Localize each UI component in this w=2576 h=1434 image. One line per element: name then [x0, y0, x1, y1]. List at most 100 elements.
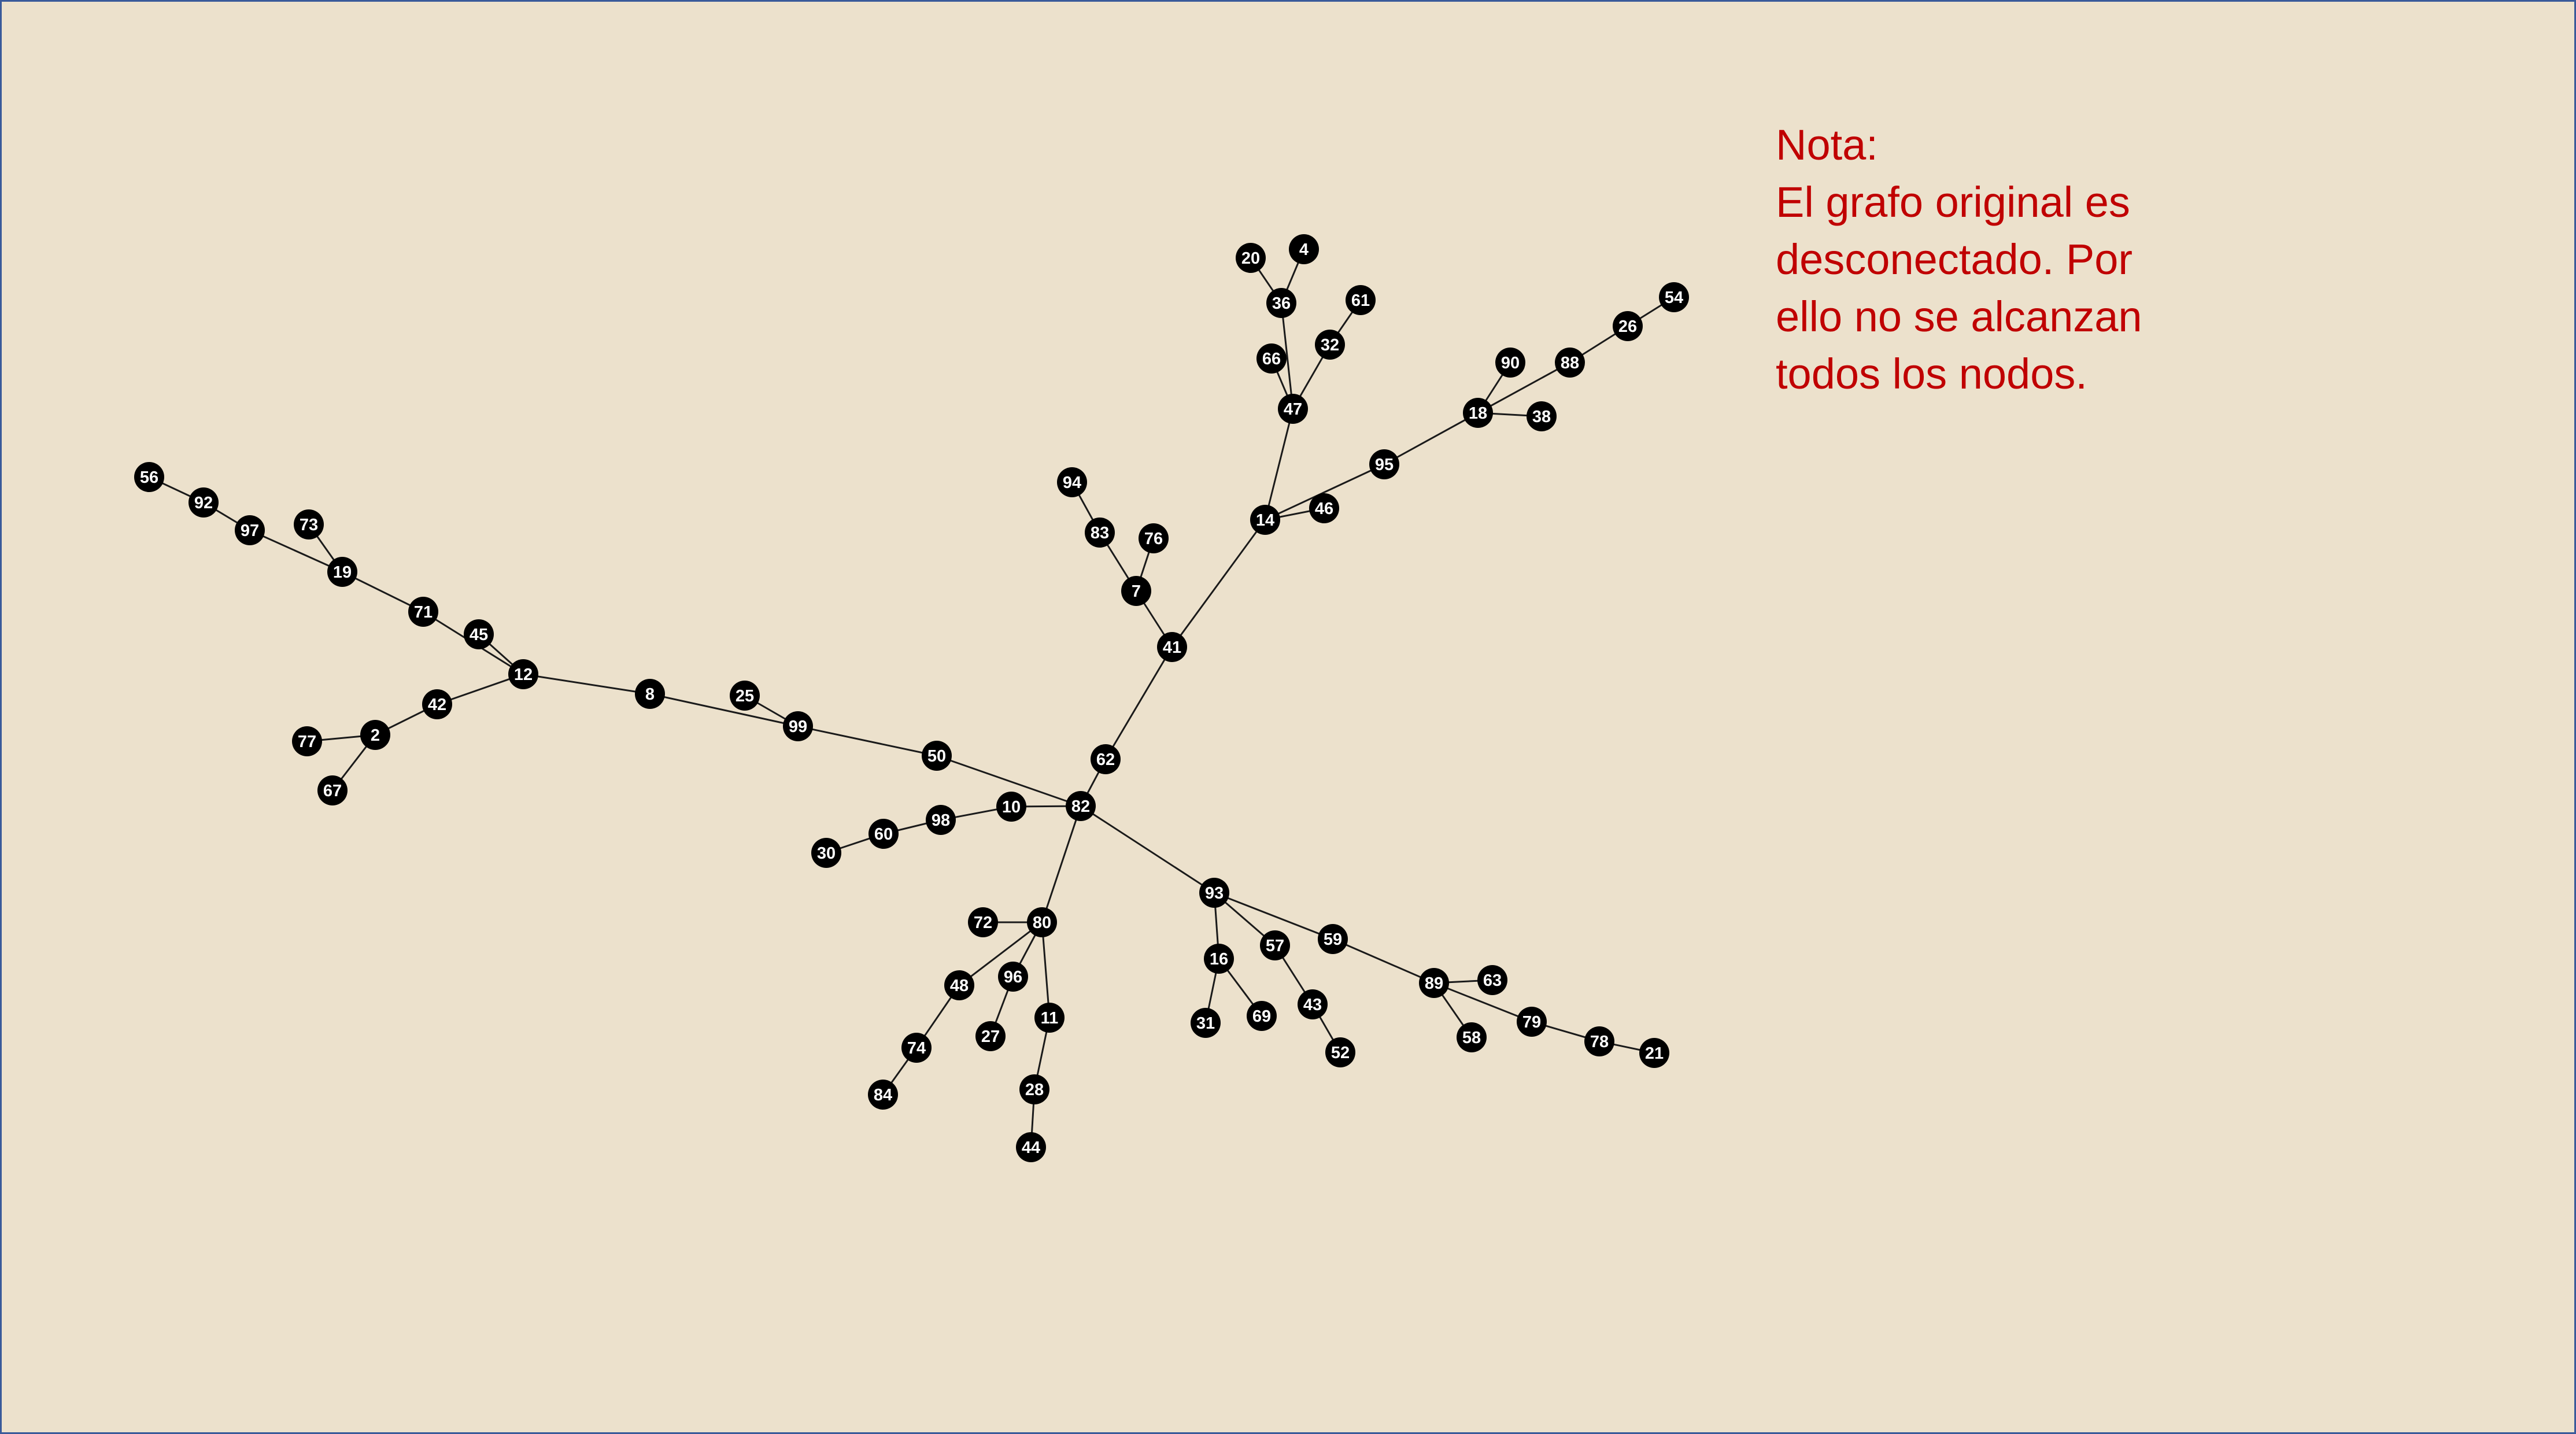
node-circle [1527, 401, 1557, 431]
node-59: 59 [1318, 924, 1348, 954]
node-57: 57 [1260, 930, 1290, 960]
node-circle [327, 557, 357, 587]
node-18: 18 [1463, 398, 1493, 428]
node-38: 38 [1527, 401, 1557, 431]
node-77: 77 [292, 726, 322, 756]
node-circle [1419, 968, 1449, 998]
node-label: 71 [414, 603, 433, 622]
node-31: 31 [1191, 1008, 1221, 1038]
note-line-3: ello no se alcanzan [1776, 293, 2142, 341]
node-label: 26 [1618, 317, 1637, 336]
node-19: 19 [327, 557, 357, 587]
edge-14-95 [1265, 463, 1385, 521]
node-12: 12 [508, 659, 538, 689]
node-99: 99 [783, 711, 813, 741]
node-circle [292, 726, 322, 756]
node-7: 7 [1121, 576, 1151, 606]
node-42: 42 [422, 689, 452, 719]
node-79: 79 [1517, 1007, 1547, 1037]
node-label: 28 [1025, 1081, 1044, 1099]
node-circle [1019, 1074, 1049, 1104]
node-80: 80 [1027, 907, 1057, 937]
node-label: 44 [1022, 1139, 1040, 1157]
node-label: 18 [1469, 404, 1487, 423]
node-label: 58 [1462, 1029, 1481, 1047]
node-circle [1517, 1007, 1547, 1037]
node-label: 10 [1002, 798, 1021, 816]
edge-82-50 [936, 755, 1081, 807]
note-line-2: desconectado. Por [1776, 235, 2133, 283]
node-label: 20 [1241, 249, 1260, 268]
node-label: 59 [1324, 930, 1342, 949]
node-circle [1091, 744, 1121, 774]
node-label: 50 [927, 747, 946, 766]
node-circle [1315, 330, 1345, 360]
node-41: 41 [1157, 632, 1187, 662]
node-label: 79 [1522, 1013, 1541, 1032]
node-62: 62 [1091, 744, 1121, 774]
node-circle [783, 711, 813, 741]
edge-80-48 [959, 921, 1043, 986]
node-44: 44 [1016, 1132, 1046, 1162]
node-71: 71 [408, 597, 438, 627]
node-label: 45 [470, 626, 488, 644]
node-76: 76 [1139, 523, 1169, 553]
edge-8-12 [523, 673, 651, 695]
node-58: 58 [1457, 1022, 1487, 1052]
note-line-1: El grafo original es [1776, 178, 2130, 226]
node-label: 96 [1004, 968, 1022, 986]
node-circle [975, 1021, 1006, 1051]
node-28: 28 [1019, 1074, 1049, 1104]
node-label: 66 [1262, 350, 1281, 368]
node-label: 2 [371, 726, 380, 745]
node-label: 98 [932, 811, 950, 830]
node-label: 31 [1196, 1014, 1215, 1033]
edge-71-19 [342, 571, 424, 613]
node-circle [1309, 493, 1339, 523]
node-circle [1027, 907, 1057, 937]
node-circle [1157, 632, 1187, 662]
node-92: 92 [189, 487, 219, 518]
note-title: Nota: [1776, 121, 1878, 169]
node-label: 67 [323, 782, 342, 800]
node-94: 94 [1057, 467, 1087, 497]
node-label: 61 [1351, 291, 1370, 310]
node-label: 46 [1315, 500, 1333, 518]
node-label: 4 [1299, 241, 1309, 259]
node-label: 48 [950, 977, 969, 995]
node-label: 57 [1266, 937, 1284, 955]
node-circle [1555, 348, 1585, 378]
node-label: 93 [1205, 884, 1224, 903]
node-label: 88 [1561, 354, 1579, 372]
node-2: 2 [360, 720, 390, 750]
node-circle [944, 970, 974, 1000]
node-circle [1298, 989, 1328, 1019]
edge-62-41 [1104, 646, 1173, 760]
node-label: 69 [1252, 1007, 1271, 1026]
node-label: 90 [1501, 354, 1520, 372]
node-90: 90 [1495, 348, 1525, 378]
node-circle [926, 805, 956, 835]
node-label: 42 [428, 696, 446, 714]
node-label: 77 [298, 733, 316, 751]
node-circle [1289, 234, 1319, 264]
node-label: 80 [1033, 914, 1051, 932]
node-82: 82 [1066, 791, 1096, 821]
node-83: 83 [1085, 518, 1115, 548]
node-63: 63 [1477, 965, 1507, 995]
edge-41-14 [1171, 519, 1266, 648]
node-label: 54 [1665, 289, 1683, 307]
node-label: 84 [874, 1086, 892, 1104]
edge-93-59 [1214, 892, 1333, 940]
node-circle [1256, 343, 1287, 374]
node-89: 89 [1419, 968, 1449, 998]
edge-47-36 [1280, 302, 1294, 409]
node-label: 19 [333, 563, 352, 582]
node-circle [1325, 1037, 1355, 1067]
node-circle [868, 819, 899, 849]
node-circle [1613, 311, 1643, 341]
node-label: 41 [1163, 638, 1181, 657]
node-circle [1369, 449, 1399, 479]
node-label: 89 [1425, 974, 1443, 993]
